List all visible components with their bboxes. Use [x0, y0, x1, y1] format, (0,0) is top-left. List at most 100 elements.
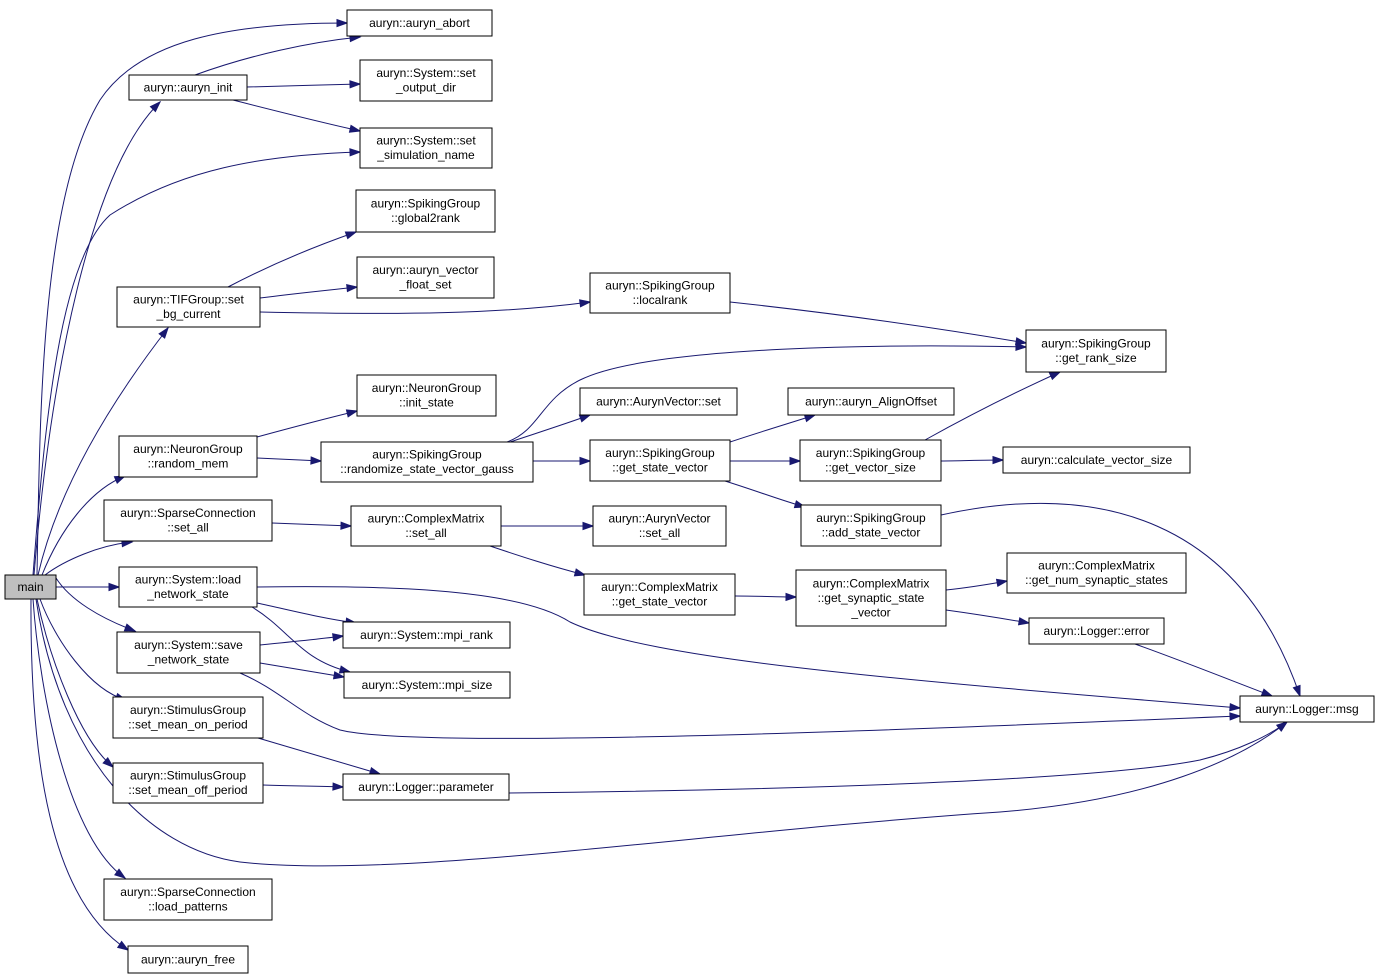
edge-line — [256, 602, 357, 624]
node-label-line: _bg_current — [155, 307, 221, 321]
arrowhead — [803, 414, 817, 423]
node-av-set-all[interactable]: auryn::AurynVector::set_all — [592, 505, 727, 547]
edge-line — [257, 737, 381, 775]
node-box — [118, 566, 258, 608]
node-box — [583, 573, 736, 616]
node-init-state[interactable]: auryn::NeuronGroup::init_state — [356, 374, 497, 417]
node-global2rank[interactable]: auryn::SpikingGroup::global2rank — [355, 189, 496, 233]
arrowhead — [992, 455, 1005, 465]
node-load-patterns[interactable]: auryn::SparseConnection::load_patterns — [103, 878, 273, 921]
node-label-line: ::get_state_vector — [612, 595, 707, 609]
node-box — [342, 621, 511, 649]
arrowhead — [573, 568, 587, 577]
edge-line — [36, 22, 348, 576]
node-mpi-rank[interactable]: auryn::System::mpi_rank — [342, 621, 511, 649]
edge-sg_get_state_vector-to-get_vector_size — [730, 456, 802, 466]
node-aurynvector-set[interactable]: auryn::AurynVector::set — [579, 387, 738, 416]
node-label-line: auryn::ComplexMatrix — [1038, 559, 1155, 573]
node-box — [342, 773, 510, 801]
node-align-offset[interactable]: auryn::auryn_AlignOffset — [787, 387, 955, 416]
node-label-line: auryn::System::set — [376, 134, 476, 148]
node-load-network-state[interactable]: auryn::System::load_network_state — [118, 566, 258, 608]
arrowhead — [1229, 712, 1242, 721]
node-set-simulation-name[interactable]: auryn::System::set_simulation_name — [359, 127, 493, 169]
node-sg-get-state-vector[interactable]: auryn::SpikingGroup::get_state_vector — [589, 439, 731, 482]
node-label-line: auryn::SparseConnection — [120, 885, 255, 899]
node-sparse-set-all[interactable]: auryn::SparseConnection::set_all — [103, 499, 273, 542]
node-tif-set-bg-current[interactable]: auryn::TIFGroup::set_bg_current — [116, 286, 261, 328]
node-label-line: auryn::SpikingGroup — [1041, 337, 1151, 351]
node-auryn-init[interactable]: auryn::auryn_init — [128, 74, 248, 101]
edge-cm_get_state_vector-to-cm_get_synaptic_state_vector — [734, 592, 798, 602]
node-box — [350, 505, 502, 547]
node-mpi-size[interactable]: auryn::System::mpi_size — [343, 671, 511, 699]
edge-main-to-load_network_state — [56, 582, 121, 592]
nodes-layer: mainauryn::auryn_abortauryn::auryn_inita… — [4, 9, 1375, 974]
edge-randomize_gauss-to-get_rank_size — [506, 342, 1028, 443]
node-box — [343, 671, 511, 699]
node-auryn-free[interactable]: auryn::auryn_free — [127, 945, 249, 974]
node-get-num-synaptic-states[interactable]: auryn::ComplexMatrix::get_num_synaptic_s… — [1006, 552, 1187, 594]
node-label-line: ::set_all — [405, 526, 446, 540]
node-localrank[interactable]: auryn::SpikingGroup::localrank — [589, 272, 731, 314]
node-get-rank-size[interactable]: auryn::SpikingGroup::get_rank_size — [1025, 329, 1167, 373]
arrowhead — [995, 578, 1009, 587]
node-box — [356, 256, 495, 299]
node-calculate-vector-size[interactable]: auryn::calculate_vector_size — [1002, 446, 1191, 474]
edge-line — [489, 545, 586, 576]
node-set-output-dir[interactable]: auryn::System::set_output_dir — [359, 59, 493, 102]
node-box — [116, 286, 261, 328]
arrowhead — [116, 940, 130, 951]
node-main[interactable]: main — [4, 574, 57, 600]
arrowhead — [579, 299, 592, 308]
node-set-mean-on-period[interactable]: auryn::StimulusGroup::set_mean_on_period — [112, 696, 264, 739]
edge-line — [36, 598, 114, 768]
node-add-state-vector[interactable]: auryn::SpikingGroup::add_state_vector — [800, 504, 942, 547]
node-label-line: auryn::System::mpi_rank — [360, 628, 494, 642]
edge-cm_get_synaptic_state_vector-to-get_num_synaptic_states — [945, 578, 1009, 591]
node-box — [1006, 552, 1187, 594]
node-label-line: _network_state — [147, 653, 230, 667]
edge-line — [32, 151, 361, 576]
edge-line — [39, 598, 127, 701]
node-get-vector-size[interactable]: auryn::SpikingGroup::get_vector_size — [799, 439, 942, 482]
node-box — [116, 631, 261, 674]
node-label-line: ::localrank — [633, 293, 689, 307]
arrowhead — [368, 766, 382, 776]
node-random-mem[interactable]: auryn::NeuronGroup::random_mem — [118, 435, 258, 478]
arrowhead — [578, 414, 592, 423]
node-cm-get-state-vector[interactable]: auryn::ComplexMatrix::get_state_vector — [583, 573, 736, 616]
node-save-network-state[interactable]: auryn::System::save_network_state — [116, 631, 261, 674]
arrowhead — [108, 582, 121, 592]
edge-random_mem-to-init_state — [256, 409, 359, 438]
edge-auryn_init-to-set_simulation_name — [232, 99, 362, 133]
node-cm-set-all[interactable]: auryn::ComplexMatrix::set_all — [350, 505, 502, 547]
node-logger-error[interactable]: auryn::Logger::error — [1028, 617, 1165, 645]
arrowhead — [582, 521, 595, 531]
arrowhead — [123, 623, 137, 632]
edge-line — [41, 475, 126, 576]
node-randomize-gauss[interactable]: auryn::SpikingGroup::randomize_state_vec… — [320, 441, 534, 483]
edge-line — [1134, 643, 1273, 697]
edge-sg_get_state_vector-to-add_state_vector — [724, 480, 807, 509]
node-auryn-vector-float-set[interactable]: auryn::auryn_vector_float_set — [356, 256, 495, 299]
node-label-line: ::get_rank_size — [1055, 351, 1137, 365]
node-label-line: ::set_mean_off_period — [128, 783, 247, 797]
node-set-mean-off-period[interactable]: auryn::StimulusGroup::set_mean_off_perio… — [112, 762, 264, 804]
arrowhead — [332, 671, 346, 680]
edge-get_vector_size-to-calculate_vector_size — [940, 455, 1005, 465]
node-label-line: ::get_state_vector — [612, 461, 707, 475]
arrowhead — [149, 100, 162, 113]
node-cm-get-synaptic-state-vector[interactable]: auryn::ComplexMatrix::get_synaptic_state… — [795, 569, 947, 627]
node-auryn-abort[interactable]: auryn::auryn_abort — [346, 9, 493, 37]
node-logger-parameter[interactable]: auryn::Logger::parameter — [342, 773, 510, 801]
arrowhead — [349, 80, 362, 89]
node-box — [103, 878, 273, 921]
node-label-line: ::random_mem — [148, 457, 229, 471]
edge-main-to-auryn_abort — [36, 18, 349, 576]
node-box — [800, 504, 942, 547]
edge-line — [508, 721, 1288, 794]
arrowhead — [348, 124, 362, 133]
node-label-line: ::set_all — [639, 526, 680, 540]
node-logger-msg[interactable]: auryn::Logger::msg — [1239, 695, 1375, 723]
